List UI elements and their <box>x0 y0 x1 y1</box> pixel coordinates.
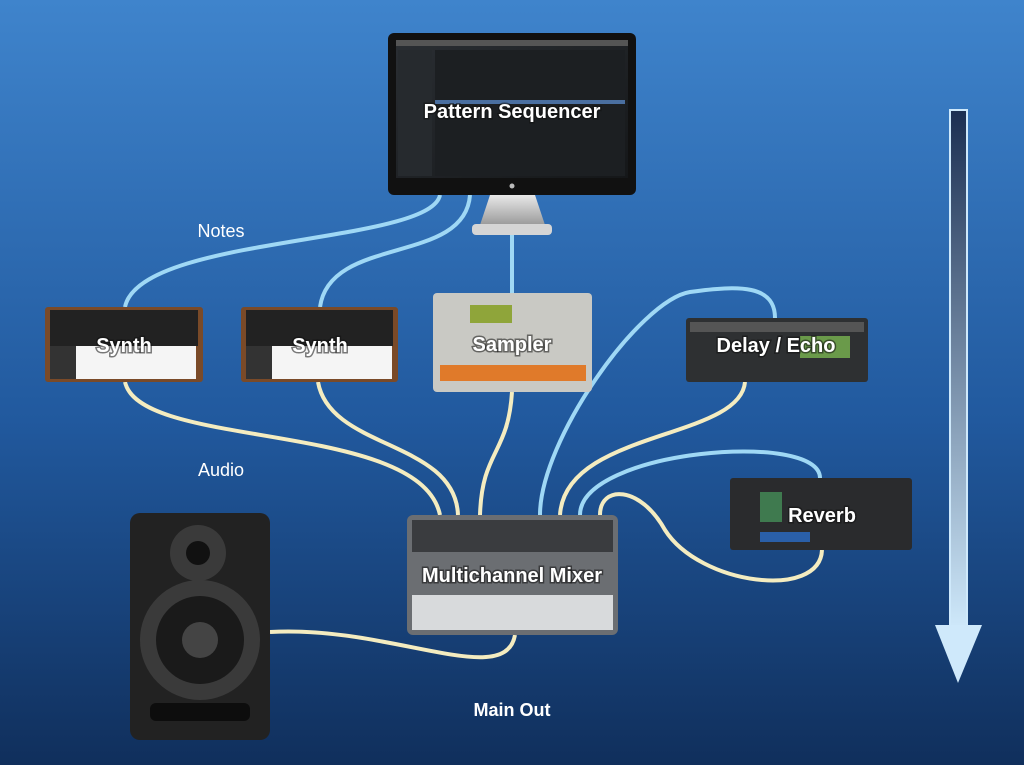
down-arrow-icon <box>935 109 982 683</box>
pattern-sequencer-monitor: Pattern Sequencer <box>388 33 636 235</box>
reverb-label: Reverb <box>788 505 856 527</box>
notes-cable-synth2 <box>318 194 472 308</box>
synth-keyboard-1: Synth <box>45 307 203 382</box>
main-out-caption: Main Out <box>474 700 551 720</box>
reverb-unit: Reverb <box>730 478 912 550</box>
sampler-label: Sampler <box>473 334 552 356</box>
audio-cable-sampler <box>478 391 514 516</box>
synth1-label: Synth <box>96 335 152 357</box>
delay-label: Delay / Echo <box>717 335 836 357</box>
send-cable-reverb <box>578 449 822 516</box>
audio-cable-synth1 <box>123 381 442 516</box>
return-cable-delay <box>558 381 747 516</box>
sequencer-label: Pattern Sequencer <box>424 101 601 123</box>
sampler-device: Sampler <box>433 293 592 392</box>
audio-cable-synth2 <box>316 381 460 516</box>
multichannel-mixer: Multichannel Mixer <box>407 515 618 635</box>
return-cable-reverb <box>598 492 824 583</box>
synth2-label: Synth <box>292 335 348 357</box>
synth-keyboard-2: Synth <box>241 307 398 382</box>
notes-cable-synth1 <box>123 194 442 308</box>
notes-cables <box>123 194 514 308</box>
audio-caption: Audio <box>198 460 244 480</box>
delay-echo-unit: Delay / Echo <box>686 318 868 382</box>
mixer-label: Multichannel Mixer <box>422 565 602 587</box>
send-cable-delay <box>538 286 777 516</box>
notes-caption: Notes <box>197 221 244 241</box>
speaker-icon <box>130 513 270 740</box>
main-out-cable <box>269 629 517 660</box>
audio-cables <box>123 286 824 660</box>
